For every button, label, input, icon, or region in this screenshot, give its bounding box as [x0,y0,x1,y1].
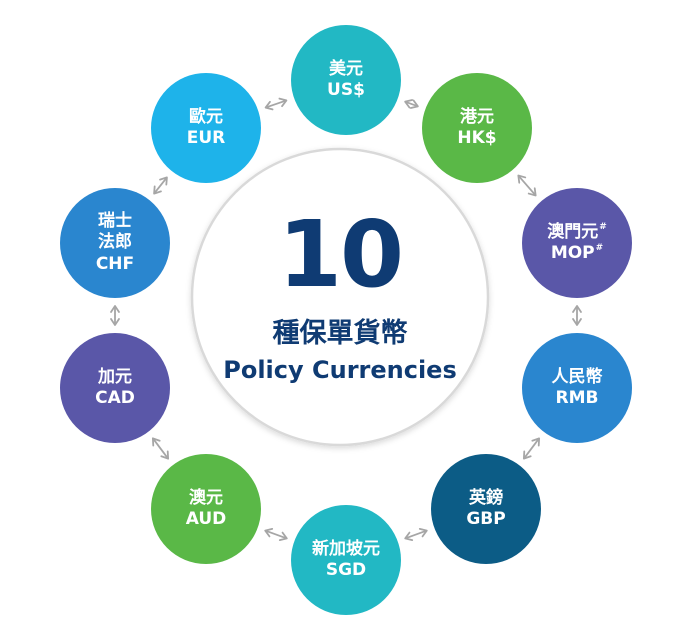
arrow-cad-chf [110,305,120,326]
arrow-sgd-aud [264,527,288,542]
currency-label-hkd-1: HK$ [457,128,497,148]
footnote-mark-mop-1: # [595,243,604,253]
center-title-english: Policy Currencies [223,355,457,384]
currency-label-aud-0: 澳元 [189,487,223,508]
footnote-mark-mop-0: # [599,221,607,232]
arrow-hkd-mop [517,174,537,197]
arrow-chf-eur [153,176,168,195]
currency-label-rmb-0: 人民幣 [551,366,603,387]
arrow-rmb-gbp [522,437,541,460]
arrow-mop-rmb [572,305,582,326]
currency-label-eur-1: EUR [186,128,226,148]
arrow-eur-usd [264,97,288,111]
currency-node-mop: 澳門元#MOP# [522,188,632,298]
currency-label-gbp-0: 英鎊 [469,487,503,508]
connector-arrows [110,97,582,542]
center-label: 10 種保單貨幣 Policy Currencies [191,133,489,459]
arrow-gbp-sgd [404,527,428,542]
center-ring [190,147,490,447]
currency-label-cad-0: 加元 [98,366,132,387]
currency-label-usd-1: US$ [327,80,365,100]
arrow-aud-cad [151,437,170,460]
currency-label-sgd-1: SGD [325,560,367,580]
currency-label-mop-1: MOP [550,243,595,263]
currency-count: 10 [277,200,404,308]
currency-label-cad-1: CAD [95,388,135,408]
currency-label-sgd-0: 新加坡元 [312,538,380,559]
currency-label-mop-0: 澳門元 [547,221,599,242]
currency-label-chf-2: CHF [95,253,135,274]
currency-label-usd-0: 美元 [329,58,363,79]
currency-label-aud-1: AUD [185,509,227,529]
currency-label-rmb-1: RMB [555,388,599,408]
arrow-usd-hkd [404,99,419,109]
currency-label-chf-1: 法郎 [98,232,132,253]
currency-label-gbp-1: GBP [466,509,506,529]
center-title-chinese: 種保單貨幣 [272,317,408,349]
currency-label-eur-0: 歐元 [189,106,223,127]
currency-label-hkd-0: 港元 [460,106,494,127]
currency-label-chf-0: 瑞士 [98,211,132,232]
